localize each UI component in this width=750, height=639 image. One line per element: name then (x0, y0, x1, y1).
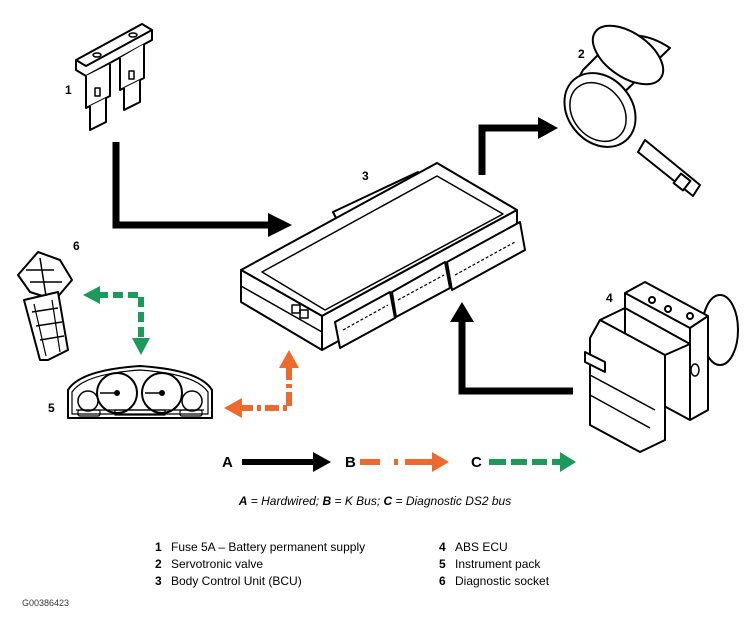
key-number: 2 (155, 557, 162, 571)
key-label: Diagnostic socket (455, 574, 550, 588)
connection-abs-to-bcu (450, 302, 573, 395)
key-number: 6 (439, 574, 446, 588)
instrument-cluster-icon (67, 365, 213, 419)
figure-id: G00386423 (22, 598, 70, 608)
control-unit-icon (240, 162, 526, 351)
key-item: 3 Body Control Unit (BCU) (155, 573, 365, 590)
diagnostic-socket-icon (17, 251, 73, 361)
key-label: Servotronic valve (171, 557, 264, 571)
caption-text-b: = K Bus; (331, 494, 384, 508)
legend-letter-a: A (222, 454, 233, 471)
valve-icon (563, 24, 701, 197)
legend-letter-c: C (471, 454, 482, 471)
callout-2: 2 (578, 47, 585, 61)
caption-letter-c: C (383, 494, 393, 508)
callout-1: 1 (65, 83, 72, 97)
key-label: Instrument pack (455, 557, 541, 571)
caption-text-c: = Diagnostic DS2 bus (392, 494, 512, 508)
key-item: 1 Fuse 5A – Battery permanent supply (155, 539, 365, 556)
key-label: Fuse 5A – Battery permanent supply (171, 540, 366, 554)
legend-line-diagnostic-bus (489, 452, 576, 472)
key-label: Body Control Unit (BCU) (171, 574, 302, 588)
key-item: 5 Instrument pack (439, 556, 549, 573)
connection-instrument-to-bcu (224, 350, 299, 418)
caption-letter-b: B (322, 494, 332, 508)
key-number: 1 (155, 540, 162, 554)
callout-3: 3 (362, 169, 369, 183)
legend-line-k-bus (360, 452, 449, 472)
callout-4: 4 (606, 291, 613, 305)
caption-text-a: = Hardwired; (247, 494, 323, 508)
key-list-right: 4 ABS ECU 5 Instrument pack 6 Diagnostic so… (439, 539, 549, 590)
key-label: ABS ECU (455, 540, 508, 554)
fuse-icon (75, 23, 153, 131)
abs-ecu-icon (584, 281, 739, 453)
key-number: 3 (155, 574, 162, 588)
legend-caption: A = Hardwired; B = K Bus; C = Diagnostic… (0, 494, 750, 508)
key-item: 4 ABS ECU (439, 539, 549, 556)
connection-fuse-to-bcu (112, 142, 292, 237)
callout-5: 5 (48, 401, 55, 415)
legend-letter-b: B (345, 454, 356, 471)
key-number: 5 (439, 557, 446, 571)
key-list-left: 1 Fuse 5A – Battery permanent supply 2 Ser… (155, 539, 365, 590)
key-number: 4 (439, 540, 446, 554)
connection-bcu-to-valve (478, 117, 558, 175)
connection-socket-to-instrument (83, 286, 150, 355)
legend-line-hardwired (242, 452, 331, 472)
key-item: 2 Servotronic valve (155, 556, 365, 573)
caption-letter-a: A (238, 494, 248, 508)
key-item: 6 Diagnostic socket (439, 573, 549, 590)
callout-6: 6 (73, 239, 80, 253)
